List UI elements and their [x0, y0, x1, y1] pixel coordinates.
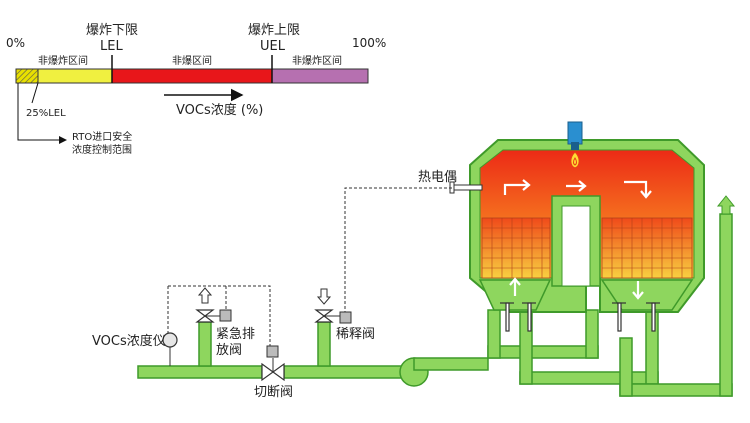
- pct-start-label: 0%: [6, 36, 25, 50]
- vocs-meter-label: VOCs浓度仪: [92, 333, 166, 349]
- emergency-riser: [198, 321, 212, 367]
- lel25-label: 25%LEL: [26, 108, 66, 119]
- flame-icon: [570, 151, 580, 169]
- vocs-meter-gauge-icon: [162, 332, 178, 348]
- shutoff-valve: [261, 345, 285, 382]
- flow-arrow-bend-left: [503, 183, 528, 195]
- exhaust-pipe: [619, 383, 733, 397]
- flow-arrows: [503, 179, 652, 300]
- media-bed-right: [601, 217, 693, 279]
- rto-range-leader: [17, 83, 67, 144]
- pct-end-label: 100%: [352, 36, 386, 50]
- dilution-actuator: [339, 311, 352, 324]
- scale-low-segment: [37, 68, 113, 84]
- flow-arrow-bend-right: [624, 180, 648, 196]
- burner: [567, 121, 583, 169]
- main-pipe-right: [283, 365, 405, 379]
- dilution-riser: [317, 321, 331, 367]
- media-bed-left: [481, 217, 551, 279]
- zone-mid-label: 非爆区间: [172, 54, 212, 67]
- thermocouple-signal: [344, 187, 452, 318]
- exhaust-arrow-icon: [716, 195, 736, 215]
- exhaust-stack: [719, 213, 733, 397]
- manifold-upper: [487, 345, 599, 359]
- scale-mid-segment: [111, 68, 273, 84]
- fan-outlet-pipe: [413, 357, 489, 371]
- rto-range-line1: RTO进口安全: [72, 130, 132, 143]
- control-signal-top: [168, 285, 271, 346]
- thermocouple-label: 热电偶: [418, 170, 457, 185]
- zone-left-label: 非爆炸区间: [38, 54, 88, 67]
- emergency-vent-arrow-icon: [197, 287, 213, 304]
- shutoff-actuator: [266, 345, 279, 358]
- scale-hatched-segment: [15, 68, 39, 84]
- dilution-air-arrow-icon: [316, 288, 332, 305]
- manifold-riser-left: [487, 309, 501, 359]
- vocs-meter: [162, 332, 178, 366]
- emergency-actuator: [219, 309, 232, 322]
- lel25-leader: [31, 82, 39, 104]
- emergency-valve-label-2: 放阀: [216, 343, 242, 358]
- emergency-valve: [195, 287, 232, 323]
- uel-title: 爆炸上限: [248, 23, 300, 38]
- uel-code: UEL: [260, 39, 286, 54]
- lel-code: LEL: [100, 39, 123, 54]
- concentration-scale: 0% 100% 爆炸下限 LEL 爆炸上限 UEL 非爆炸区间 非爆区间 非爆炸…: [6, 23, 386, 156]
- dilution-valve-label: 稀释阀: [336, 327, 375, 342]
- emergency-valve-label-1: 紧急排: [216, 327, 255, 342]
- manifold-riser-right: [585, 309, 599, 359]
- main-pipe-left: [137, 365, 263, 379]
- zone-right-label: 非爆炸区间: [292, 54, 342, 67]
- exhaust-down: [619, 337, 633, 397]
- rto-unit: [449, 121, 705, 332]
- thermocouple-probe: [451, 184, 483, 191]
- dilution-valve: [314, 288, 352, 324]
- shutoff-valve-label: 切断阀: [254, 385, 293, 400]
- axis-label: VOCs浓度 (%): [176, 102, 263, 118]
- hopper-valves: [500, 302, 660, 332]
- scale-high-segment: [271, 68, 369, 84]
- divider-inner: [561, 205, 591, 287]
- rto-range-line2: 浓度控制范围: [72, 143, 132, 156]
- manifold-lower: [519, 371, 659, 385]
- signal-lines: [167, 187, 452, 346]
- lel-title: 爆炸下限: [86, 23, 138, 38]
